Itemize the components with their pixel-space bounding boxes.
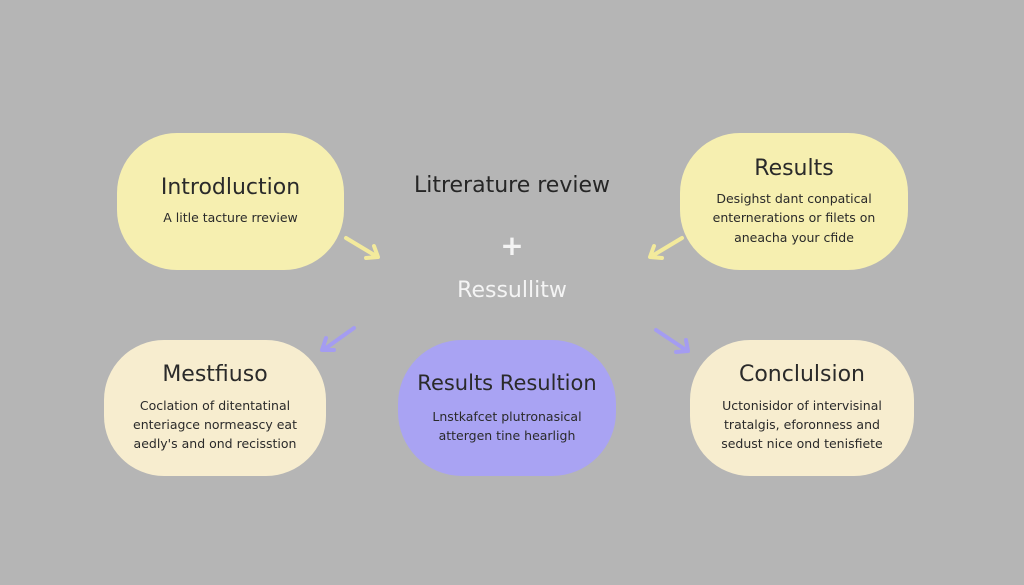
plus-icon: + [500,229,524,262]
methods-node: Mestfiuso Coclation of ditentatinal ente… [104,340,326,476]
results-body-line: enternerations or filets on [712,210,876,226]
results-resultion-title: Results Resultion [417,370,597,395]
results-body: Desighst dant conpatical enternerations … [713,189,876,247]
conclusion-body-line: Uctonisidor of intervisinal [722,397,882,413]
results-resultion-body-line: attergen tine hearligh [438,428,576,444]
conclusion-body-line: tratalgis, eforonness and [724,416,880,432]
methods-body-line: enteriagce normeascy eat [133,416,297,432]
results-title: Results [754,155,834,181]
methods-title: Mestfiuso [162,362,268,388]
results-node: Results Desighst dant conpatical enterne… [680,133,908,270]
results-resultion-node: Results Resultion Lnstkafcet plutronasic… [398,340,616,476]
conclusion-body-line: sedust nice ond tenisfiete [721,436,883,452]
arrow-introduction-icon [344,236,380,260]
introduction-title: Introdluction [160,175,301,201]
arrow-results-icon [648,236,684,260]
methods-body-line: aedly's and ond recisstion [133,436,297,452]
conclusion-title: Conclulsion [738,362,865,388]
conclusion-node: Conclulsion Uctonisidor of intervisinal … [690,340,914,476]
results-resultion-body: Lnstkafcet plutronasical attergen tine h… [432,407,581,446]
results-resultion-body-line: Lnstkafcet plutronasical [432,408,582,424]
results-body-line: aneacha your cfide [734,229,854,245]
arrow-methods-icon [320,326,356,352]
methods-body-line: Coclation of ditentatinal [139,397,291,413]
conclusion-body: Uctonisidor of intervisinal tratalgis, e… [721,396,883,454]
arrow-conclusion-icon [654,328,690,354]
methods-body: Coclation of ditentatinal enteriagce nor… [133,396,297,454]
hub-title: Litrerature review [413,173,611,198]
introduction-node: Introdluction A litle tacture rreview [117,133,344,270]
introduction-body: A litle tacture rreview [163,210,298,226]
results-body-line: Desighst dant conpatical [716,191,872,207]
hub-subtitle: Ressullitw [457,278,567,303]
